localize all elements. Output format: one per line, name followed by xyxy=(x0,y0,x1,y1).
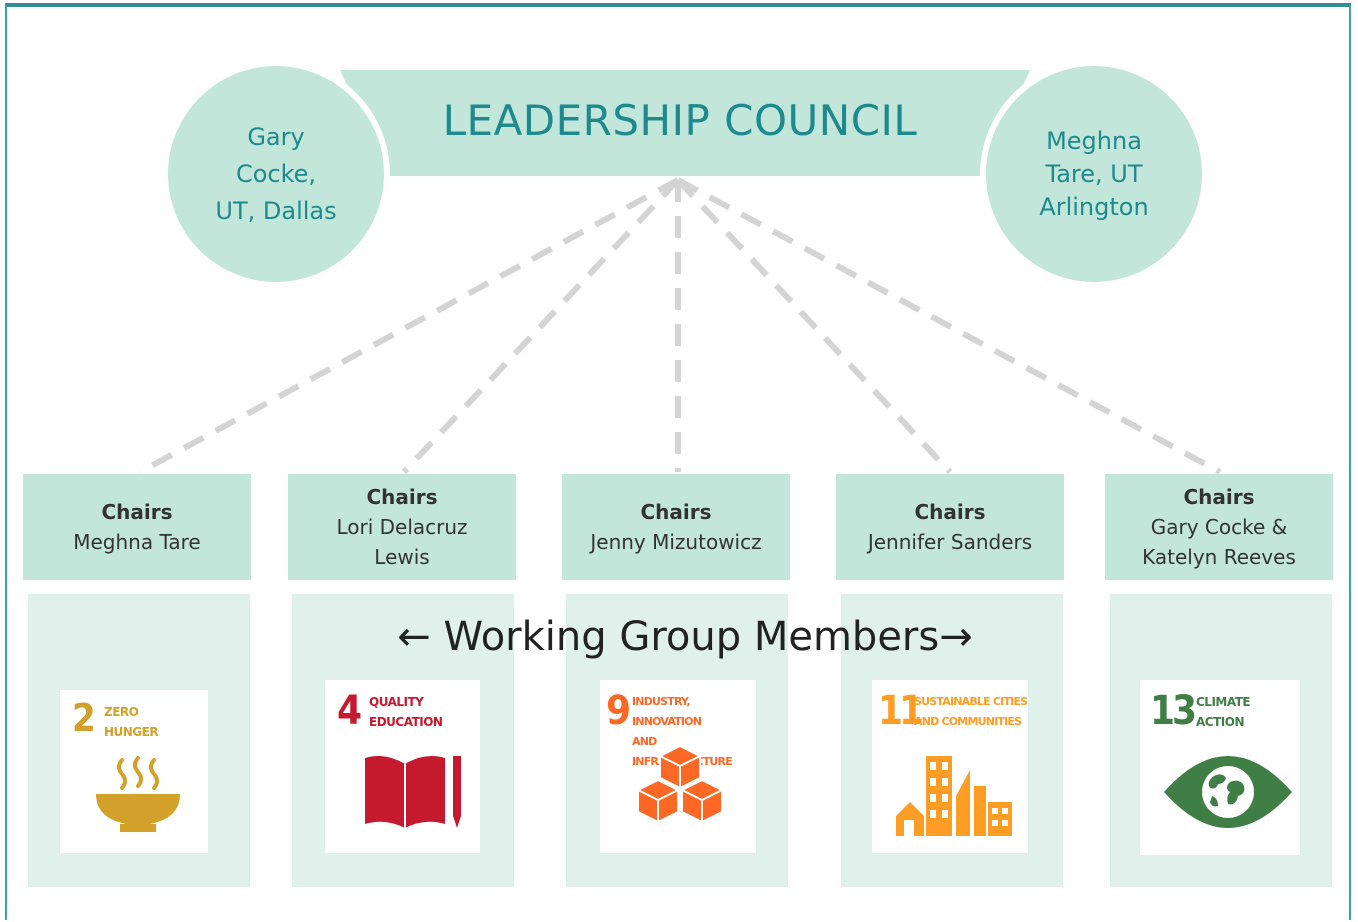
chair-name: Jenny Mizutowicz xyxy=(590,530,762,554)
sdg-title: CLIMATE ACTION xyxy=(1196,692,1251,732)
sdg-number: 9 xyxy=(606,688,632,734)
chair-name: Meghna Tare xyxy=(73,530,201,554)
sdg-tile-zero-hunger: 2 ZERO HUNGER xyxy=(60,690,208,853)
chairs-label: Chairs xyxy=(914,500,986,524)
bowl-icon xyxy=(96,756,180,832)
sdg-number: 11 xyxy=(878,688,924,734)
left-circle-line: UT, Dallas xyxy=(215,196,337,225)
sdg-tile-sustainable-cities: 11 SUSTAINABLE CITIES AND COMMUNITIES xyxy=(872,680,1028,853)
chairs-label: Chairs xyxy=(366,485,438,509)
sdg-title-line: HUNGER xyxy=(104,725,159,739)
sdg-title-line: AND COMMUNITIES xyxy=(914,715,1022,728)
sdg-title: QUALITY EDUCATION xyxy=(369,692,443,732)
sdg-number: 13 xyxy=(1150,688,1197,734)
connector-1 xyxy=(138,177,680,475)
chair-name: Gary Cocke & xyxy=(1150,515,1288,539)
sdg-title: SUSTAINABLE CITIES AND COMMUNITIES xyxy=(914,692,1028,732)
chair-box-3: Chairs Jenny Mizutowicz xyxy=(562,474,790,580)
sdg-title-line: EDUCATION xyxy=(369,715,443,729)
left-circle-line: Gary xyxy=(247,122,305,151)
city-icon xyxy=(896,756,1012,836)
right-circle-line: Arlington xyxy=(1039,192,1149,221)
diagram-frame xyxy=(5,3,1351,920)
sdg-tile-quality-education: 4 QUALITY EDUCATION xyxy=(325,680,480,853)
right-circle-line: Meghna xyxy=(1046,126,1142,155)
chair-name: Lewis xyxy=(374,545,430,569)
chair-box-5: Chairs Gary Cocke & Katelyn Reeves xyxy=(1105,474,1333,580)
leadership-banner xyxy=(340,70,1030,176)
connector-2 xyxy=(401,177,681,475)
sdg-title-line: SUSTAINABLE CITIES xyxy=(914,695,1028,708)
connector-4 xyxy=(675,177,953,475)
right-circle-line: Tare, UT xyxy=(1045,159,1143,188)
sdg-title-line: ACTION xyxy=(1196,715,1245,729)
connector-5 xyxy=(676,177,1222,475)
sdg-title-line: QUALITY xyxy=(369,695,424,709)
chair-box-4: Chairs Jennifer Sanders xyxy=(836,474,1064,580)
left-council-circle: Gary Cocke, UT, Dallas xyxy=(162,60,390,288)
right-council-circle: Meghna Tare, UT Arlington xyxy=(980,60,1208,288)
sdg-title-line: CLIMATE xyxy=(1196,695,1251,709)
chairs-label: Chairs xyxy=(640,500,712,524)
sdg-tile-industry-innovation: 9 INDUSTRY, INNOVATION AND INFRASTRUCTUR… xyxy=(600,680,756,853)
working-group-members-label: ← Working Group Members→ xyxy=(397,614,973,660)
chair-box-1: Chairs Meghna Tare xyxy=(23,474,251,580)
cubes-icon xyxy=(637,744,723,824)
chair-name: Katelyn Reeves xyxy=(1142,545,1296,569)
book-pencil-icon xyxy=(365,756,461,828)
chair-box-2: Chairs Lori Delacruz Lewis xyxy=(288,474,516,580)
left-circle-line: Cocke, xyxy=(235,159,317,188)
sdg-title: ZERO HUNGER xyxy=(104,702,159,742)
sdg-tile-climate-action: 13 CLIMATE ACTION xyxy=(1140,680,1300,855)
sdg-number: 2 xyxy=(72,696,96,740)
sdg-title-line: INDUSTRY, INNOVATION xyxy=(632,695,702,728)
banner-title: LEADERSHIP COUNCIL xyxy=(442,96,918,145)
chair-name: Jennifer Sanders xyxy=(867,530,1033,554)
eye-globe-icon xyxy=(1164,756,1292,828)
sdg-title-line: ZERO xyxy=(104,705,139,719)
chairs-label: Chairs xyxy=(1183,485,1255,509)
sdg-number: 4 xyxy=(337,688,363,734)
chairs-label: Chairs xyxy=(101,500,173,524)
chair-name: Lori Delacruz xyxy=(336,515,468,539)
